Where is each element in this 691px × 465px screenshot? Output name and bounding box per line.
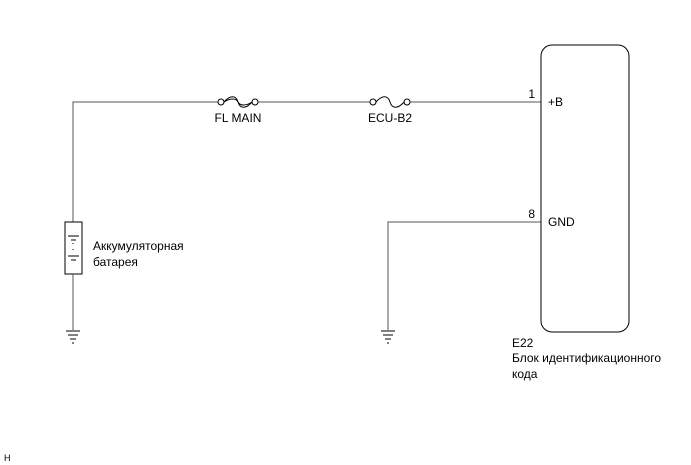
fuse-fl-main-label: FL MAIN — [215, 111, 262, 125]
power-wire — [72, 101, 541, 222]
ecu-name-line2: кода — [512, 367, 538, 381]
ecu-block — [540, 44, 630, 333]
pin8-name: GND — [548, 215, 575, 229]
ground-symbol-battery — [66, 330, 80, 344]
corner-mark: H — [4, 453, 11, 463]
fuse-fl-main — [217, 96, 259, 108]
pin1-name: +B — [548, 95, 563, 109]
pin8-number: 8 — [528, 207, 535, 221]
battery-label-line2: батарея — [93, 255, 138, 269]
ecu-ground-wire — [387, 221, 541, 330]
ground-symbol-ecu — [381, 330, 395, 344]
connector-code: E22 — [512, 336, 534, 350]
fuse-ecu-b2-label: ECU-B2 — [368, 111, 412, 125]
battery-symbol — [64, 221, 83, 275]
ecu-name-line1: Блок идентификационного — [512, 351, 661, 365]
battery-label-line1: Аккумуляторная — [93, 239, 184, 253]
fuse-ecu-b2 — [369, 96, 411, 108]
pin1-number: 1 — [528, 87, 535, 101]
